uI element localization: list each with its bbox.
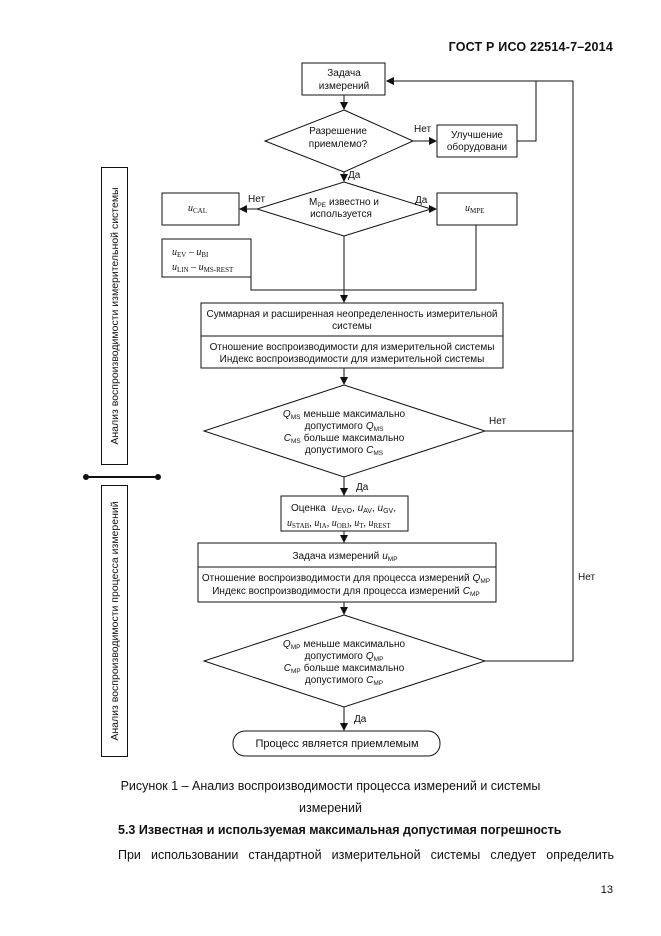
page-number: 13 — [600, 884, 613, 896]
yes-label-qms: Да — [356, 482, 369, 493]
yes-label-mpe: Да — [415, 195, 428, 206]
no-label-qmp: Нет — [578, 572, 595, 583]
process-capability-box — [197, 566, 497, 603]
terms-line-1: uEV – uBI — [172, 247, 209, 259]
mpe-text-2: используется — [310, 209, 372, 220]
mpe-subscript: PE — [317, 202, 326, 209]
system-capability-box — [200, 335, 504, 369]
no-label-qms: Нет — [489, 416, 506, 427]
task-text-2: измерений — [319, 81, 369, 92]
umpe-box — [436, 192, 518, 226]
figure-caption-line-2: измерений — [298, 801, 363, 815]
figure-caption-line-1: Рисунок 1 – Анализ воспроизводимости про… — [120, 779, 541, 793]
system-capability-1: Отношение воспроизводимости для измерите… — [210, 342, 495, 353]
process-capability-2: Индекс воспроизводимости для процесса из… — [212, 586, 480, 598]
task-text-1: Задача — [327, 68, 361, 79]
section-paragraph: При использовании стандартной измеритель… — [118, 848, 614, 862]
yes-label-resolution: Да — [348, 170, 361, 181]
resolution-text-2: приемлемо? — [309, 139, 368, 150]
section-title: 5.3 Известная и используемая максимальна… — [118, 823, 562, 837]
system-uncertainty-2: системы — [332, 321, 372, 332]
system-uncertainty-1: Суммарная и расширенная неопределенность… — [206, 309, 497, 320]
system-analysis-bracket — [101, 167, 128, 465]
yes-label-qmp: Да — [354, 714, 367, 725]
no-label-mpe: Нет — [248, 194, 265, 205]
section-divider — [83, 474, 161, 480]
standard-header: ГОСТ Р ИСО 22514-7–2014 — [448, 40, 613, 54]
system-capability-2: Индекс воспроизводимости для измерительн… — [220, 354, 485, 365]
umpe-text: uMPE — [465, 203, 484, 215]
improve-text-2: оборудовани — [447, 141, 507, 153]
no-label-resolution: Нет — [414, 124, 431, 135]
resolution-text-1: Разрешение — [309, 126, 367, 137]
accepted-text: Процесс является приемлемым — [255, 738, 418, 750]
mpe-known-text: известно и — [329, 197, 379, 208]
terms-line-2: uLIN – uMS-REST — [172, 262, 234, 274]
estimate-line-2: uSTAB, uIA, uOBJ, uT, uREST — [287, 518, 391, 530]
mpe-symbol: M — [309, 197, 317, 208]
improve-text-1: Улучшение — [451, 130, 503, 141]
accepted-box — [232, 730, 441, 757]
process-analysis-bracket — [101, 485, 128, 757]
process-capability-1: Отношение воспроизводимости для процесса… — [202, 573, 490, 585]
ucal-text: uCAL — [188, 203, 207, 215]
